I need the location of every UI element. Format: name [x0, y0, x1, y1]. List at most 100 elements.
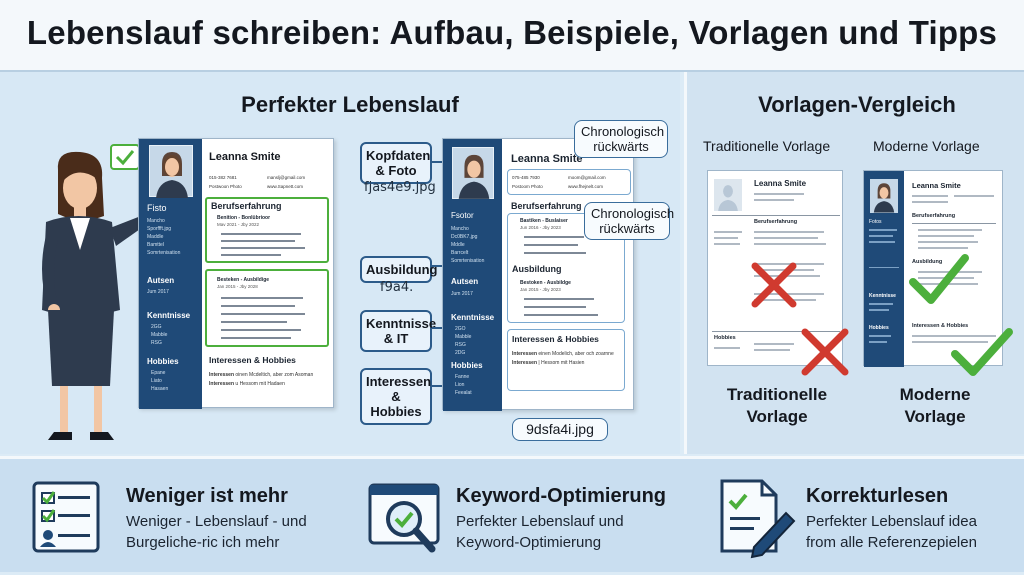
tip-keyword: Keyword-Optimierung Perfekter Lebenslauf… — [340, 459, 680, 575]
resume2-photo-label: Fsotor — [451, 211, 474, 220]
resume1-interests: Interessen oinen Mcdeltich, aber zom Aso… — [209, 371, 333, 389]
resume1-skill: 2GG — [151, 324, 162, 330]
resume1-sidebar-list1: Mancho Sporffft.jpg Maddle Bamttel Somrt… — [147, 217, 199, 257]
tip3-line: Perfekter Lebenslauf idea — [806, 513, 977, 530]
portrait-icon — [156, 152, 188, 198]
resume1-sidebar-item: Bamttel — [147, 242, 164, 248]
resume2-sidebar-item: Mddle — [451, 242, 465, 248]
tip3-text: Perfekter Lebenslauf idea from alle Refe… — [806, 511, 977, 553]
resume2-sidebar-item: Somrtenisation — [451, 258, 485, 264]
resume1-section1: Berufserfahrung — [211, 201, 282, 211]
modern-hobbies: Hobbies — [869, 325, 889, 331]
resume2-name: Leanna Smite — [511, 153, 583, 165]
resume1-job1-date: Mav 2021 - Jby 2022 — [217, 222, 260, 227]
resume-example-1: Fisto Mancho Sporffft.jpg Maddle Bamttel… — [138, 138, 334, 409]
portrait-icon — [458, 154, 490, 199]
tip1-text: Weniger - Lebenslauf - und Burgeliche-ri… — [126, 511, 307, 553]
check-icon — [909, 254, 969, 304]
tip3-title: Korrekturlesen — [806, 485, 949, 507]
resume1-sidebar-section2-item: Jum 2017 — [147, 289, 169, 295]
modern-big-line: Moderne — [899, 385, 971, 404]
resume2-job1-date: Jun 2016 - Jby 2023 — [520, 225, 561, 230]
resume2-sidebar-item: Barrcelt — [451, 250, 469, 256]
cross-icon — [801, 328, 849, 376]
resume1-interests-title: Interessen & Hobbies — [209, 355, 296, 365]
cross-icon — [751, 262, 797, 308]
code-label-1: fjas4e9.jpg — [364, 180, 436, 195]
trad-big-line: Vorlage — [746, 407, 808, 426]
resume2-sidebar-list1: Mancho Dc0BK7.jpg Mddle Barrcelt Somrten… — [451, 225, 501, 265]
resume1-email: manslj@gmail.com — [267, 175, 306, 180]
tip2-text: Perfekter Lebenslauf und Keyword-Optimie… — [456, 511, 624, 553]
resume2-interests-box: Interessen & Hobbies Interessen einen Mo… — [507, 329, 625, 391]
resume1-sidebar-item: Sporffft.jpg — [147, 226, 171, 232]
resume2-interest-line: Interessen einen Modelich, aber och zoar… — [512, 351, 614, 357]
resume1-sidebar-section2: Autsen — [147, 276, 175, 285]
trad-big-label: Traditionelle Vorlage — [707, 384, 847, 428]
resume1-sidebar-section4: Hobbies — [147, 357, 179, 366]
modern-photo-label: Fotos — [869, 219, 882, 225]
tip2-line: Keyword-Optimierung — [456, 534, 602, 551]
resume2-web: www.fhejnelt.com — [568, 184, 604, 189]
resume1-hobby: Epane — [151, 370, 166, 376]
modern-kenntnisse: Kenntnisse — [869, 293, 896, 299]
resume2-sidebar-section4: Hobbies — [451, 361, 483, 370]
resume2-sidebar-list4: Fanne Lion Feealat — [455, 373, 472, 397]
bubble-chronologisch-1: Chronologisch rückwärts — [574, 120, 668, 158]
trad-photo — [714, 179, 742, 211]
resume2-section2: Ausbildung — [512, 264, 562, 274]
trad-template: Leanna Smite Berufserfahrung Hobbies — [707, 170, 843, 366]
resume2-hobby: Fanne — [455, 374, 470, 380]
resume1-interest-line: Interessen oinen Mcdeltich, aber zom Aso… — [209, 372, 314, 378]
resume2-skill: Mabble — [455, 334, 472, 340]
trad-section1: Berufserfahrung — [754, 219, 798, 225]
resume1-sidebar-list4: Epane Liato Hasaen — [151, 369, 168, 393]
check-badge — [110, 144, 140, 170]
resume2-interest-line: Interessen | Hessom mit Hasien — [512, 360, 585, 366]
tip1-line: Burgeliche-ric ich mehr — [126, 534, 280, 551]
resume1-education-box: Besteken - Ausbildige Jan 2015 - Jby 202… — [205, 269, 329, 347]
tip-korrektur: Korrekturlesen Perfekter Lebenslauf idea… — [680, 459, 1024, 575]
resume1-interest-line: Interessen u Hessom mit Hadaen — [209, 381, 285, 387]
callout-ausbildung: Ausbildung — [360, 256, 438, 283]
resume1-hobby: Liato — [151, 378, 162, 384]
code-label-2: f9a4. — [380, 280, 414, 295]
resume2-job1-title: Bastiken - Buslaiser — [520, 218, 568, 224]
modern-section1: Berufserfahrung — [912, 213, 956, 219]
resume2-interests-title: Interessen & Hobbies — [512, 334, 599, 344]
title-bar: Lebenslauf schreiben: Aufbau, Beispiele,… — [0, 0, 1024, 72]
resume1-web: www.Sapnett.com — [267, 184, 304, 189]
resume2-email: moom@gmail.com — [568, 175, 606, 180]
tip-weniger: Weniger ist mehr Weniger - Lebenslauf - … — [0, 459, 340, 575]
resume2-sidebar-section2: Autsen — [451, 277, 479, 286]
callout-kopfdaten: Kopfdaten & Foto — [360, 142, 432, 184]
resume1-photo-note: Postwoon Photo — [209, 184, 242, 189]
resume2-sidebar-section2-item: Jum 2017 — [451, 291, 473, 297]
tip1-title: Weniger ist mehr — [126, 485, 288, 507]
resume1-job2-date: Jan 2015 - Jby 2028 — [217, 284, 258, 289]
presenter-illustration — [42, 151, 152, 440]
left-heading: Perfekter Lebenslauf — [241, 92, 459, 117]
resume2-job2-date: Jan 2015 - Jby 2023 — [520, 287, 561, 292]
check-icon — [951, 328, 1013, 376]
resume2-sidebar-list3: 2GO Mabble RSG 2DG — [455, 325, 471, 357]
resume1-skill: Mabble — [151, 332, 168, 338]
resume1-job2-title: Besteken - Ausbildige — [217, 277, 270, 283]
resume2-experience-box: Bastiken - Buslaiser Jun 2016 - Jby 2023… — [507, 213, 625, 323]
resume1-sidebar-section3: Kenntnisse — [147, 311, 191, 320]
resume2-job2-title: Bestoken - Ausbildge — [520, 280, 571, 286]
tip3-line: from alle Referenzepielen — [806, 534, 977, 551]
resume1-photo — [149, 145, 193, 198]
resume2-sidebar-section3: Kenntnisse — [451, 313, 495, 322]
callout-interessen: Interessen & Hobbies — [360, 368, 432, 425]
resume1-sidebar-list3: 2GG Mabble RSG — [151, 323, 167, 347]
resume2-sidebar-item: Dc0BK7.jpg — [451, 234, 478, 240]
resume1-sidebar-item: Mancho — [147, 218, 165, 224]
trad-name: Leanna Smite — [754, 179, 807, 188]
tips-bar: Weniger ist mehr Weniger - Lebenslauf - … — [0, 456, 1024, 572]
resume1-sidebar-item: Somrtenisation — [147, 250, 181, 256]
resume1-skill: RSG — [151, 340, 162, 346]
resume-example-2: Fsotor Mancho Dc0BK7.jpg Mddle Barrcelt … — [442, 138, 634, 411]
modern-big-line: Vorlage — [904, 407, 966, 426]
